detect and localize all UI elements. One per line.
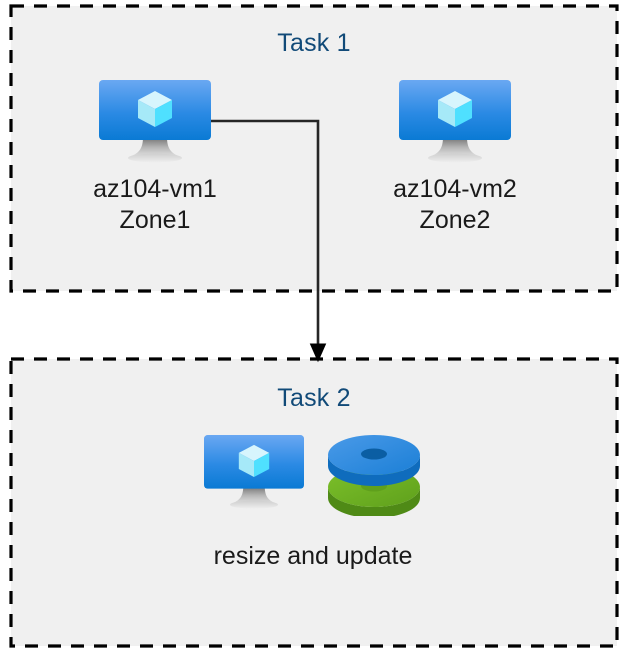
node-vm1-label: az104-vm1 Zone1 xyxy=(55,174,255,235)
node-vm2-label-line1: az104-vm2 xyxy=(393,175,517,203)
node-vm2-label-line2: Zone2 xyxy=(419,205,491,234)
node-vm2-label: az104-vm2 Zone2 xyxy=(355,174,555,235)
node-vm2-icon-row xyxy=(355,80,555,165)
node-task2-icon-row xyxy=(133,430,493,516)
task-2-title: Task 2 xyxy=(277,384,351,412)
node-vm1-label-line1: az104-vm1 xyxy=(93,175,217,203)
node-vm1-label-line2: Zone1 xyxy=(119,205,191,234)
azure-virtual-machine-icon xyxy=(204,433,304,513)
azure-disks-icon xyxy=(326,430,422,516)
node-az104-vm2[interactable]: az104-vm2 Zone2 xyxy=(355,80,555,235)
node-task2-label: resize and update xyxy=(133,541,493,572)
task-1-title: Task 1 xyxy=(277,29,351,57)
azure-virtual-machine-icon xyxy=(99,80,211,165)
node-vm1-icon-row xyxy=(55,80,255,165)
node-resize-and-update[interactable]: resize and update xyxy=(133,430,493,572)
azure-virtual-machine-icon xyxy=(399,80,511,165)
node-az104-vm1[interactable]: az104-vm1 Zone1 xyxy=(55,80,255,235)
node-task2-label-line1: resize and update xyxy=(213,542,413,570)
